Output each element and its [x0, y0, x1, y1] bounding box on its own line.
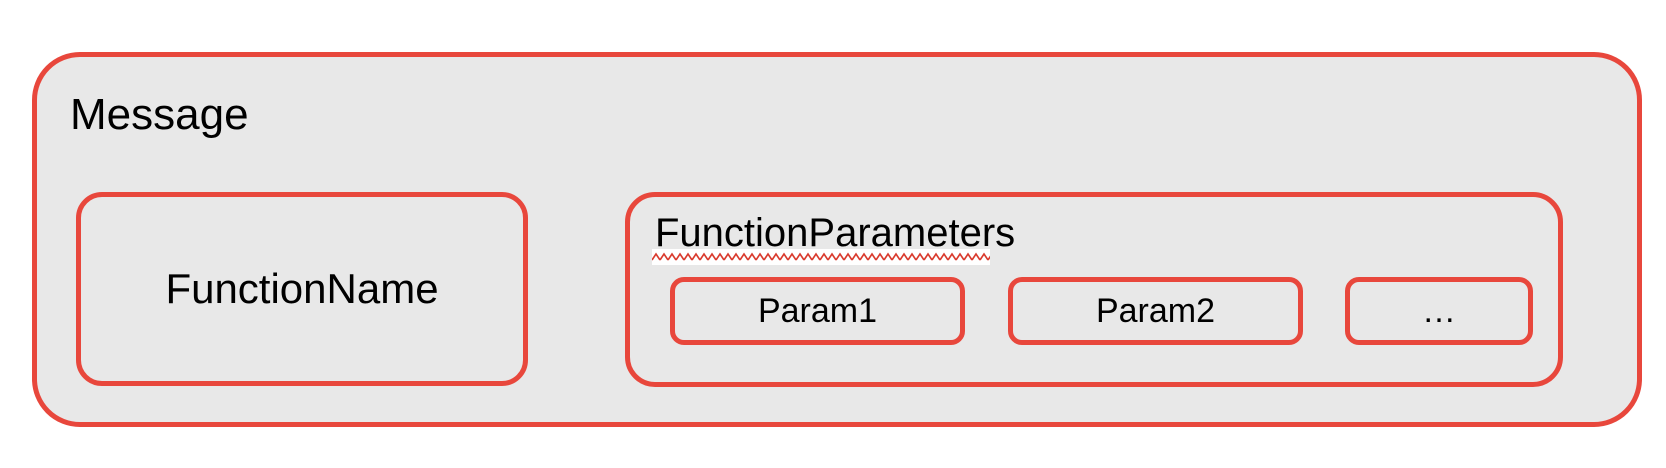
- param1-box: Param1: [670, 277, 965, 345]
- param-ellipsis-label: …: [1422, 292, 1456, 330]
- param2-label: Param2: [1095, 292, 1216, 330]
- param1-label: Param1: [757, 292, 878, 330]
- function-parameters-box: FunctionParameters Param1 Param2 …: [625, 192, 1563, 387]
- function-parameters-label: FunctionParameters: [655, 211, 1016, 255]
- param-ellipsis-box: …: [1345, 277, 1533, 345]
- function-name-box: FunctionName: [76, 192, 528, 386]
- message-container-box: Message FunctionName FunctionParameters …: [32, 52, 1642, 427]
- squiggle-zigzag: [652, 249, 990, 265]
- param2-box: Param2: [1008, 277, 1303, 345]
- function-name-label: FunctionName: [165, 265, 439, 312]
- spellcheck-squiggle-icon: [652, 249, 990, 265]
- message-label: Message: [70, 90, 249, 139]
